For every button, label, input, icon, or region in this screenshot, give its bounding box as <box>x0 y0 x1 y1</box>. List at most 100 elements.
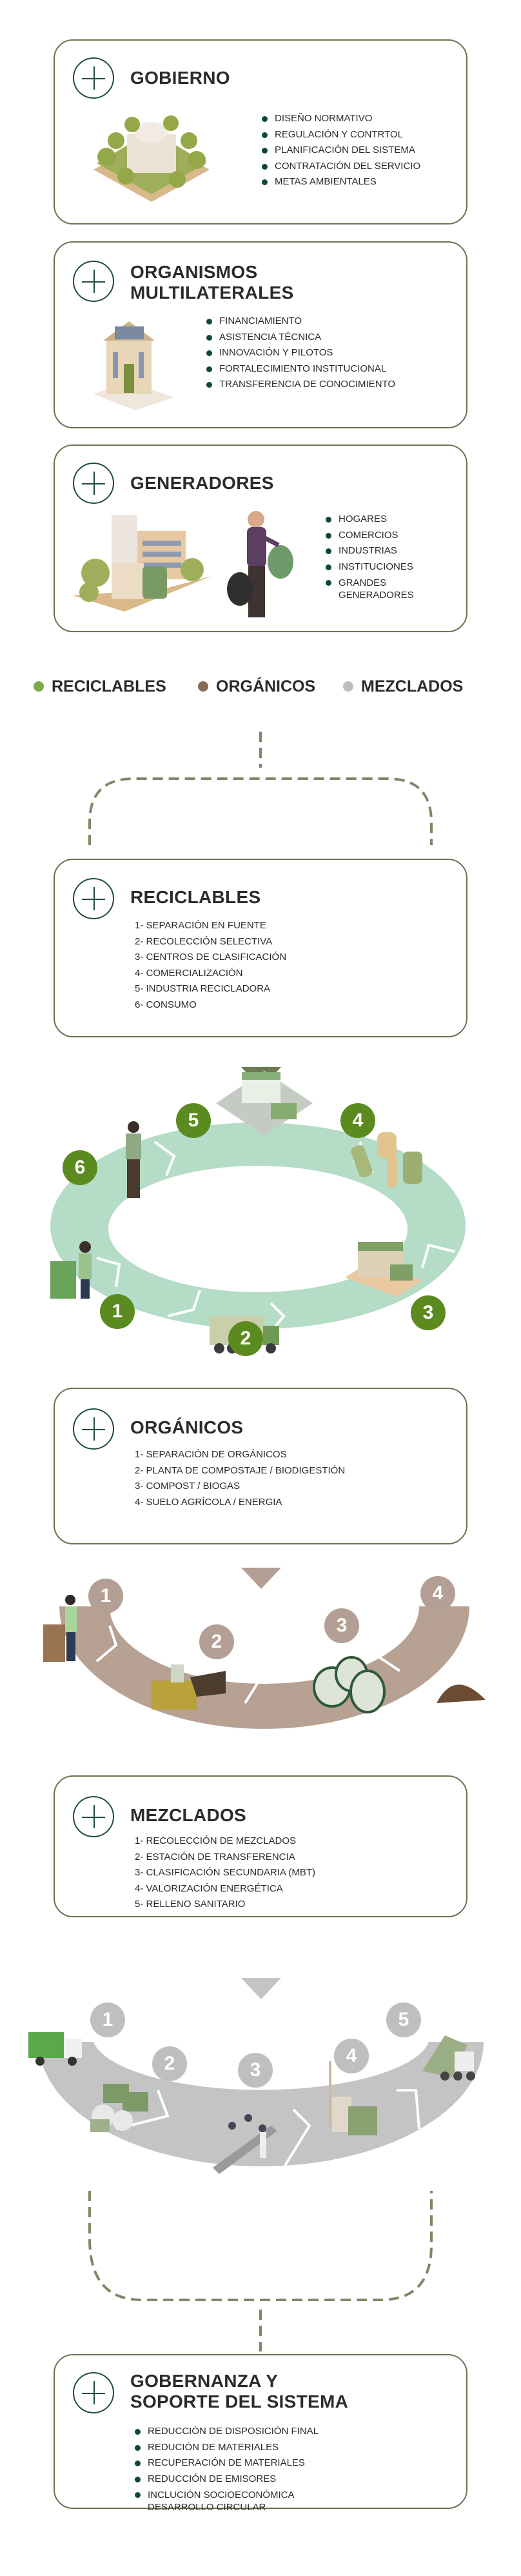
bullet-icon <box>262 148 268 154</box>
step-number-3: 3 <box>411 1295 446 1330</box>
sorting-conveyor-illustration <box>213 2114 277 2174</box>
dashed-connector-top <box>88 732 433 845</box>
legend-label-mezclados: MEZCLADOS <box>361 677 464 695</box>
bullet-icon <box>262 179 268 185</box>
consumer-person-illustration <box>126 1121 141 1198</box>
compost-plant-illustration <box>152 1664 226 1710</box>
transfer-station-illustration <box>90 2084 148 2132</box>
list-item-label: HOGARES <box>339 514 388 524</box>
bullet-icon <box>206 319 212 324</box>
sorting-center-illustration <box>345 1242 422 1297</box>
bullet-icon <box>206 382 212 388</box>
step-item: 1- RECOLECCIÓN DE MEZCLADOS <box>135 1835 297 1846</box>
expand-plus-icon[interactable] <box>73 2372 114 2413</box>
step-item: 3- CENTROS DE CLASIFICACIÓN <box>135 952 287 963</box>
step-item: 3- CLASIFICACIÓN SECUNDARIA (MBT) <box>135 1867 316 1878</box>
step-item: 1- SEPARACIÓN DE ORGÁNICOS <box>135 1449 287 1460</box>
person-organic-bin-illustration <box>43 1595 77 1662</box>
bottles-commercialization-illustration <box>351 1132 422 1187</box>
card-title: GOBIERNO <box>130 68 230 88</box>
expand-plus-icon[interactable] <box>73 878 114 919</box>
step-number-5: 5 <box>176 1103 211 1138</box>
organics-arc <box>59 1606 469 1729</box>
card-title: ORGÁNICOS <box>130 1417 244 1437</box>
legend-dot-mezclados <box>343 681 353 692</box>
expand-plus-icon[interactable] <box>73 261 114 302</box>
list-item: CONTRATACIÓN DEL SERVICIO <box>262 159 420 175</box>
step-item: 4- VALORIZACIÓN ENERGÉTICA <box>135 1882 283 1894</box>
list-item-label: DISEÑO NORMATIVO <box>275 113 373 124</box>
list-item-label: PLANIFICACIÓN DEL SISTEMA <box>275 145 415 155</box>
list-item: REDUCCIÓN DE EMISORES <box>135 2471 319 2488</box>
list-item-label: COMERCIOS <box>339 529 398 541</box>
list-item: TRANSFERENCIA DE CONOCIMIENTO <box>206 377 395 393</box>
list-item: DISEÑO NORMATIVO <box>262 111 420 127</box>
bullet-icon <box>262 132 268 138</box>
list-item-label: CONTRATACIÓN DEL SERVICIO <box>275 160 421 172</box>
legend-label-organicos: ORGÁNICOS <box>216 677 316 695</box>
list-item-label: GENERADORES <box>339 590 414 601</box>
step-item: 4- SUELO AGRÍCOLA / ENERGIA <box>135 1496 282 1508</box>
list-item: RECUPERACIÓN DE MATERIALES <box>135 2455 319 2471</box>
gobernanza-list: REDUCCIÓN DE DISPOSICIÓN FINAL REDUCIÓN … <box>135 2424 319 2513</box>
step-item: 6- CONSUMO <box>135 999 197 1010</box>
garbage-truck-illustration <box>28 2032 82 2066</box>
biodigester-domes-illustration <box>313 1656 386 1713</box>
list-item-label: REDUCIÓN DE MATERIALES <box>148 2441 279 2453</box>
list-item: INNOVACIÓN Y PILOTOS <box>206 345 395 361</box>
bullet-icon <box>135 2461 141 2466</box>
list-item-label: ASISTENCIA TÉCNICA <box>219 331 322 343</box>
bank-building-illustration <box>93 321 174 410</box>
step-item: 5- RELLENO SANITARIO <box>135 1899 246 1910</box>
bullet-icon <box>262 163 268 170</box>
expand-plus-icon[interactable] <box>73 57 114 99</box>
bullet-icon <box>135 2492 141 2498</box>
list-item: COMERCIOS <box>326 528 414 544</box>
card-title: GOBERNANZA Y SOPORTE DEL SISTEMA <box>130 2371 348 2412</box>
organismos-list: FINANCIAMIENTO ASISTENCIA TÉCNICA INNOVA… <box>206 314 395 393</box>
list-item: INDUSTRIAS <box>326 543 414 559</box>
card-generadores: GENERADORES HOGARES COMERCIOS INDUSTRIAS… <box>54 444 467 632</box>
list-item: REGULACIÓN Y CONTRTOL <box>262 127 420 143</box>
bullet-icon <box>326 517 331 523</box>
step-number-2: 2 <box>152 2046 187 2081</box>
step-item: 2- PLANTA DE COMPOSTAJE / BIODIGESTIÓN <box>135 1464 346 1476</box>
step-number-1: 1 <box>100 1294 135 1329</box>
card-gobierno: GOBIERNO DISEÑO NORMATIVO REGULACIÓN Y C… <box>54 39 467 225</box>
person-sorting-bin-illustration <box>50 1241 92 1299</box>
soil-pile-illustration <box>437 1684 486 1703</box>
person-with-trash-bags-illustration <box>227 511 293 617</box>
reciclables-steps: 1- SEPARACIÓN EN FUENTE 2- RECOLECCIÓN S… <box>135 918 286 1013</box>
expand-plus-icon[interactable] <box>73 1408 114 1450</box>
card-title-line: SOPORTE DEL SISTEMA <box>130 2391 349 2411</box>
step-item: 2- RECOLECCIÓN SELECTIVA <box>135 935 273 947</box>
list-item: FORTALECIMIENTO INSTITUCIONAL <box>206 361 395 377</box>
expand-plus-icon[interactable] <box>73 463 114 504</box>
step-number-4: 4 <box>334 2039 369 2073</box>
list-item-label: REGULACIÓN Y CONTRTOL <box>275 128 403 140</box>
list-item-label: REDUCCIÓN DE DISPOSICIÓN FINAL <box>148 2426 319 2437</box>
card-title: GENERADORES <box>130 473 274 493</box>
expand-plus-icon[interactable] <box>73 1796 114 1837</box>
dashed-connector-bottom <box>88 2191 433 2351</box>
step-number-4: 4 <box>420 1576 455 1611</box>
list-item: GRANDES GENERADORES <box>326 575 414 601</box>
list-item: INSTITUCIONES <box>326 559 414 575</box>
list-item-label: INSTITUCIONES <box>339 561 413 572</box>
bullet-icon <box>135 2444 141 2451</box>
step-number-3: 3 <box>324 1608 359 1643</box>
bullet-icon <box>326 580 331 586</box>
list-item-label: GRANDES <box>339 577 387 588</box>
bullet-icon <box>206 334 212 341</box>
list-item-label: INCLUCIÓN SOCIOECONÓMICA <box>148 2490 295 2501</box>
recycling-industry-illustration <box>216 1071 313 1135</box>
step-number-5: 5 <box>386 2002 421 2037</box>
bullet-icon <box>326 548 331 554</box>
list-item: FINANCIAMIENTO <box>206 314 395 330</box>
step-number-6: 6 <box>63 1150 97 1185</box>
down-arrow-icon <box>241 1978 281 1999</box>
card-title-line: GOBERNANZA Y <box>130 2371 279 2391</box>
card-gobernanza: GOBERNANZA Y SOPORTE DEL SISTEMA REDUCCI… <box>54 2354 467 2513</box>
step-number-1: 1 <box>90 2002 125 2037</box>
list-item-label: FINANCIAMIENTO <box>219 315 302 326</box>
